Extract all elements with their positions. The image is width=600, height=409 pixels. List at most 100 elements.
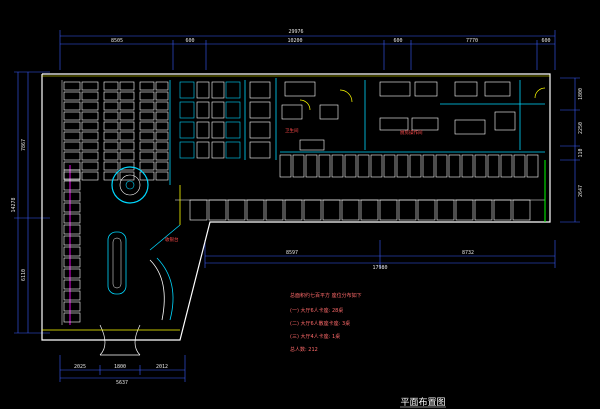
booth-seat xyxy=(139,161,155,171)
room-label: 卫生间 xyxy=(285,127,299,134)
booth-seat xyxy=(103,91,119,101)
left-booth-seating xyxy=(63,81,169,323)
dim-top-total: 29976 xyxy=(288,29,303,35)
booth-seat xyxy=(119,151,135,161)
booth-seat xyxy=(103,101,119,111)
booth-seat xyxy=(81,91,99,101)
booth-seat xyxy=(155,161,169,171)
drawing-title: 平面布置图 xyxy=(400,396,445,408)
booth-seat xyxy=(63,279,81,290)
booth-seat xyxy=(103,161,119,171)
main-entrance xyxy=(42,324,180,356)
notes-line: (一) 大厅6人卡座: 28桌 xyxy=(290,307,343,314)
notes-total: 总人数: 212 xyxy=(290,346,318,353)
booth-seat xyxy=(63,268,81,279)
booth-seat xyxy=(526,154,539,178)
dim-right-seg: 2250 xyxy=(578,122,584,134)
booth-seat xyxy=(103,81,119,91)
dim-right-seg: 110 xyxy=(578,148,584,157)
table xyxy=(196,81,210,99)
booth-seat xyxy=(331,154,344,178)
kitchen-counter xyxy=(379,81,411,97)
booth-seat xyxy=(179,121,195,139)
booth-seat xyxy=(63,91,81,101)
notes-line: (三) 大厅4人卡座: 1桌 xyxy=(290,333,340,340)
booth-seat xyxy=(63,213,81,224)
booth-seat xyxy=(63,101,81,111)
booth-table xyxy=(208,199,227,221)
booth-table xyxy=(512,199,531,221)
booth-seat xyxy=(318,154,331,178)
booth-seat xyxy=(81,131,99,141)
booth-seat xyxy=(119,161,135,171)
building-walls xyxy=(41,73,551,341)
booth-seat xyxy=(63,161,81,171)
booth-seat xyxy=(63,131,81,141)
booth-seat xyxy=(225,141,241,159)
booth-seat xyxy=(103,141,119,151)
room-label: 厨房操作间 xyxy=(400,129,423,136)
table xyxy=(196,121,210,139)
booth-seat xyxy=(81,171,99,181)
booth-table xyxy=(284,199,303,221)
booth-seat xyxy=(474,154,487,178)
booth-seat xyxy=(461,154,474,178)
booth-seat xyxy=(103,121,119,131)
booth-seat xyxy=(81,121,99,131)
table xyxy=(211,121,225,139)
dim-left-total: 14278 xyxy=(11,197,17,212)
dim-left-seg: 7867 xyxy=(21,139,27,151)
booth-seat xyxy=(63,169,81,180)
kitchen-counter xyxy=(411,117,439,131)
kitchen-counter xyxy=(454,81,478,97)
booth-seat xyxy=(396,154,409,178)
dim-mid-total: 17980 xyxy=(372,265,387,271)
booth-seat xyxy=(179,101,195,119)
table xyxy=(211,81,225,99)
booth-seat xyxy=(179,141,195,159)
dim-top-seg: 8505 xyxy=(111,38,123,44)
booth-seat xyxy=(81,81,99,91)
booth-seat xyxy=(155,101,169,111)
dim-top-seg: 600 xyxy=(393,38,402,44)
booth-seat xyxy=(63,290,81,301)
booth-seat xyxy=(103,171,119,181)
booth-seat xyxy=(139,131,155,141)
booth-seat xyxy=(292,154,305,178)
booth-seat xyxy=(63,224,81,235)
booth-seat xyxy=(139,91,155,101)
table xyxy=(196,101,210,119)
table xyxy=(211,101,225,119)
booth-table xyxy=(474,199,493,221)
booth-seat xyxy=(63,111,81,121)
booth-seat xyxy=(155,131,169,141)
booth-seat xyxy=(435,154,448,178)
kitchen-counter xyxy=(299,139,325,151)
booth-seat xyxy=(103,131,119,141)
booth-seat xyxy=(155,171,169,181)
dimension-lines xyxy=(14,30,580,382)
booth-seat xyxy=(119,91,135,101)
booth-seat xyxy=(63,121,81,131)
booth-seat xyxy=(63,151,81,161)
booth-seat xyxy=(249,141,271,159)
booth-seat xyxy=(448,154,461,178)
notes-heading: 总面积约七百平方 座位分布如下 xyxy=(290,292,362,299)
booth-table xyxy=(227,199,246,221)
booth-seat xyxy=(500,154,513,178)
booth-seat xyxy=(155,91,169,101)
kitchen-counter xyxy=(454,119,486,135)
booth-table xyxy=(341,199,360,221)
booth-seat xyxy=(81,101,99,111)
booth-seat xyxy=(119,111,135,121)
booth-seat xyxy=(63,202,81,213)
dim-right-seg: 1800 xyxy=(578,88,584,100)
booth-seat xyxy=(119,81,135,91)
booth-seat xyxy=(139,121,155,131)
lounge-sofa xyxy=(107,231,174,321)
booth-seat xyxy=(225,101,241,119)
booth-seat xyxy=(63,301,81,312)
dim-top-seg: 10200 xyxy=(287,38,302,44)
booth-seat xyxy=(249,121,271,139)
booth-table xyxy=(436,199,455,221)
